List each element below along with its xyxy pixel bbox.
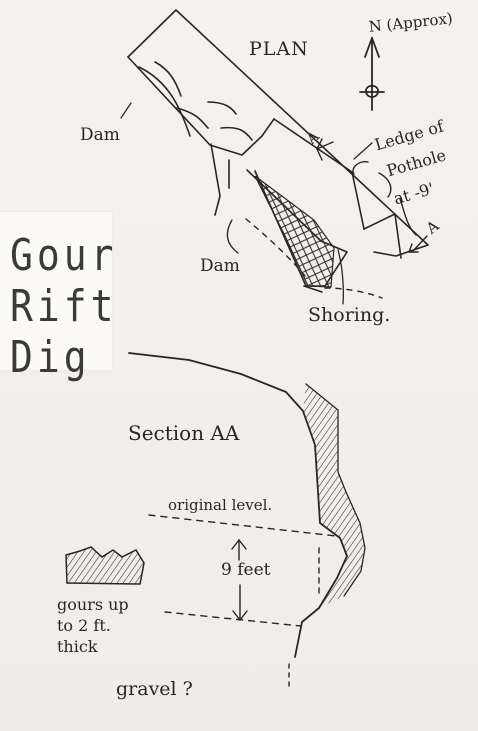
dam-bottom-label: Dam	[200, 256, 240, 276]
title-card: Gour Rift Dig	[0, 212, 114, 379]
original-level-label: original level.	[168, 496, 273, 514]
plan-heading: PLAN	[249, 38, 309, 60]
gour-block	[65, 546, 145, 585]
section-levels	[148, 514, 337, 691]
title-line-1: Gour	[10, 229, 118, 281]
leader-lines	[120, 102, 373, 305]
title-line-2: Rift	[10, 280, 118, 332]
depth-label: 9 feet	[221, 560, 271, 580]
gours-label-1: gours up	[57, 595, 129, 614]
section-heading: Section AA	[128, 421, 240, 445]
section-wall-hatching	[303, 384, 365, 608]
gravel-label: gravel ?	[116, 678, 193, 700]
title-line-3: Dig	[10, 331, 91, 383]
north-arrow	[359, 37, 385, 111]
plan-guides	[245, 138, 428, 299]
gours-label-3: thick	[57, 637, 98, 656]
shoring-label: Shoring.	[308, 304, 391, 326]
dam-left-label: Dam	[80, 125, 120, 145]
shoring-crosshatch	[254, 175, 335, 288]
gours-label-2: to 2 ft.	[57, 616, 111, 635]
